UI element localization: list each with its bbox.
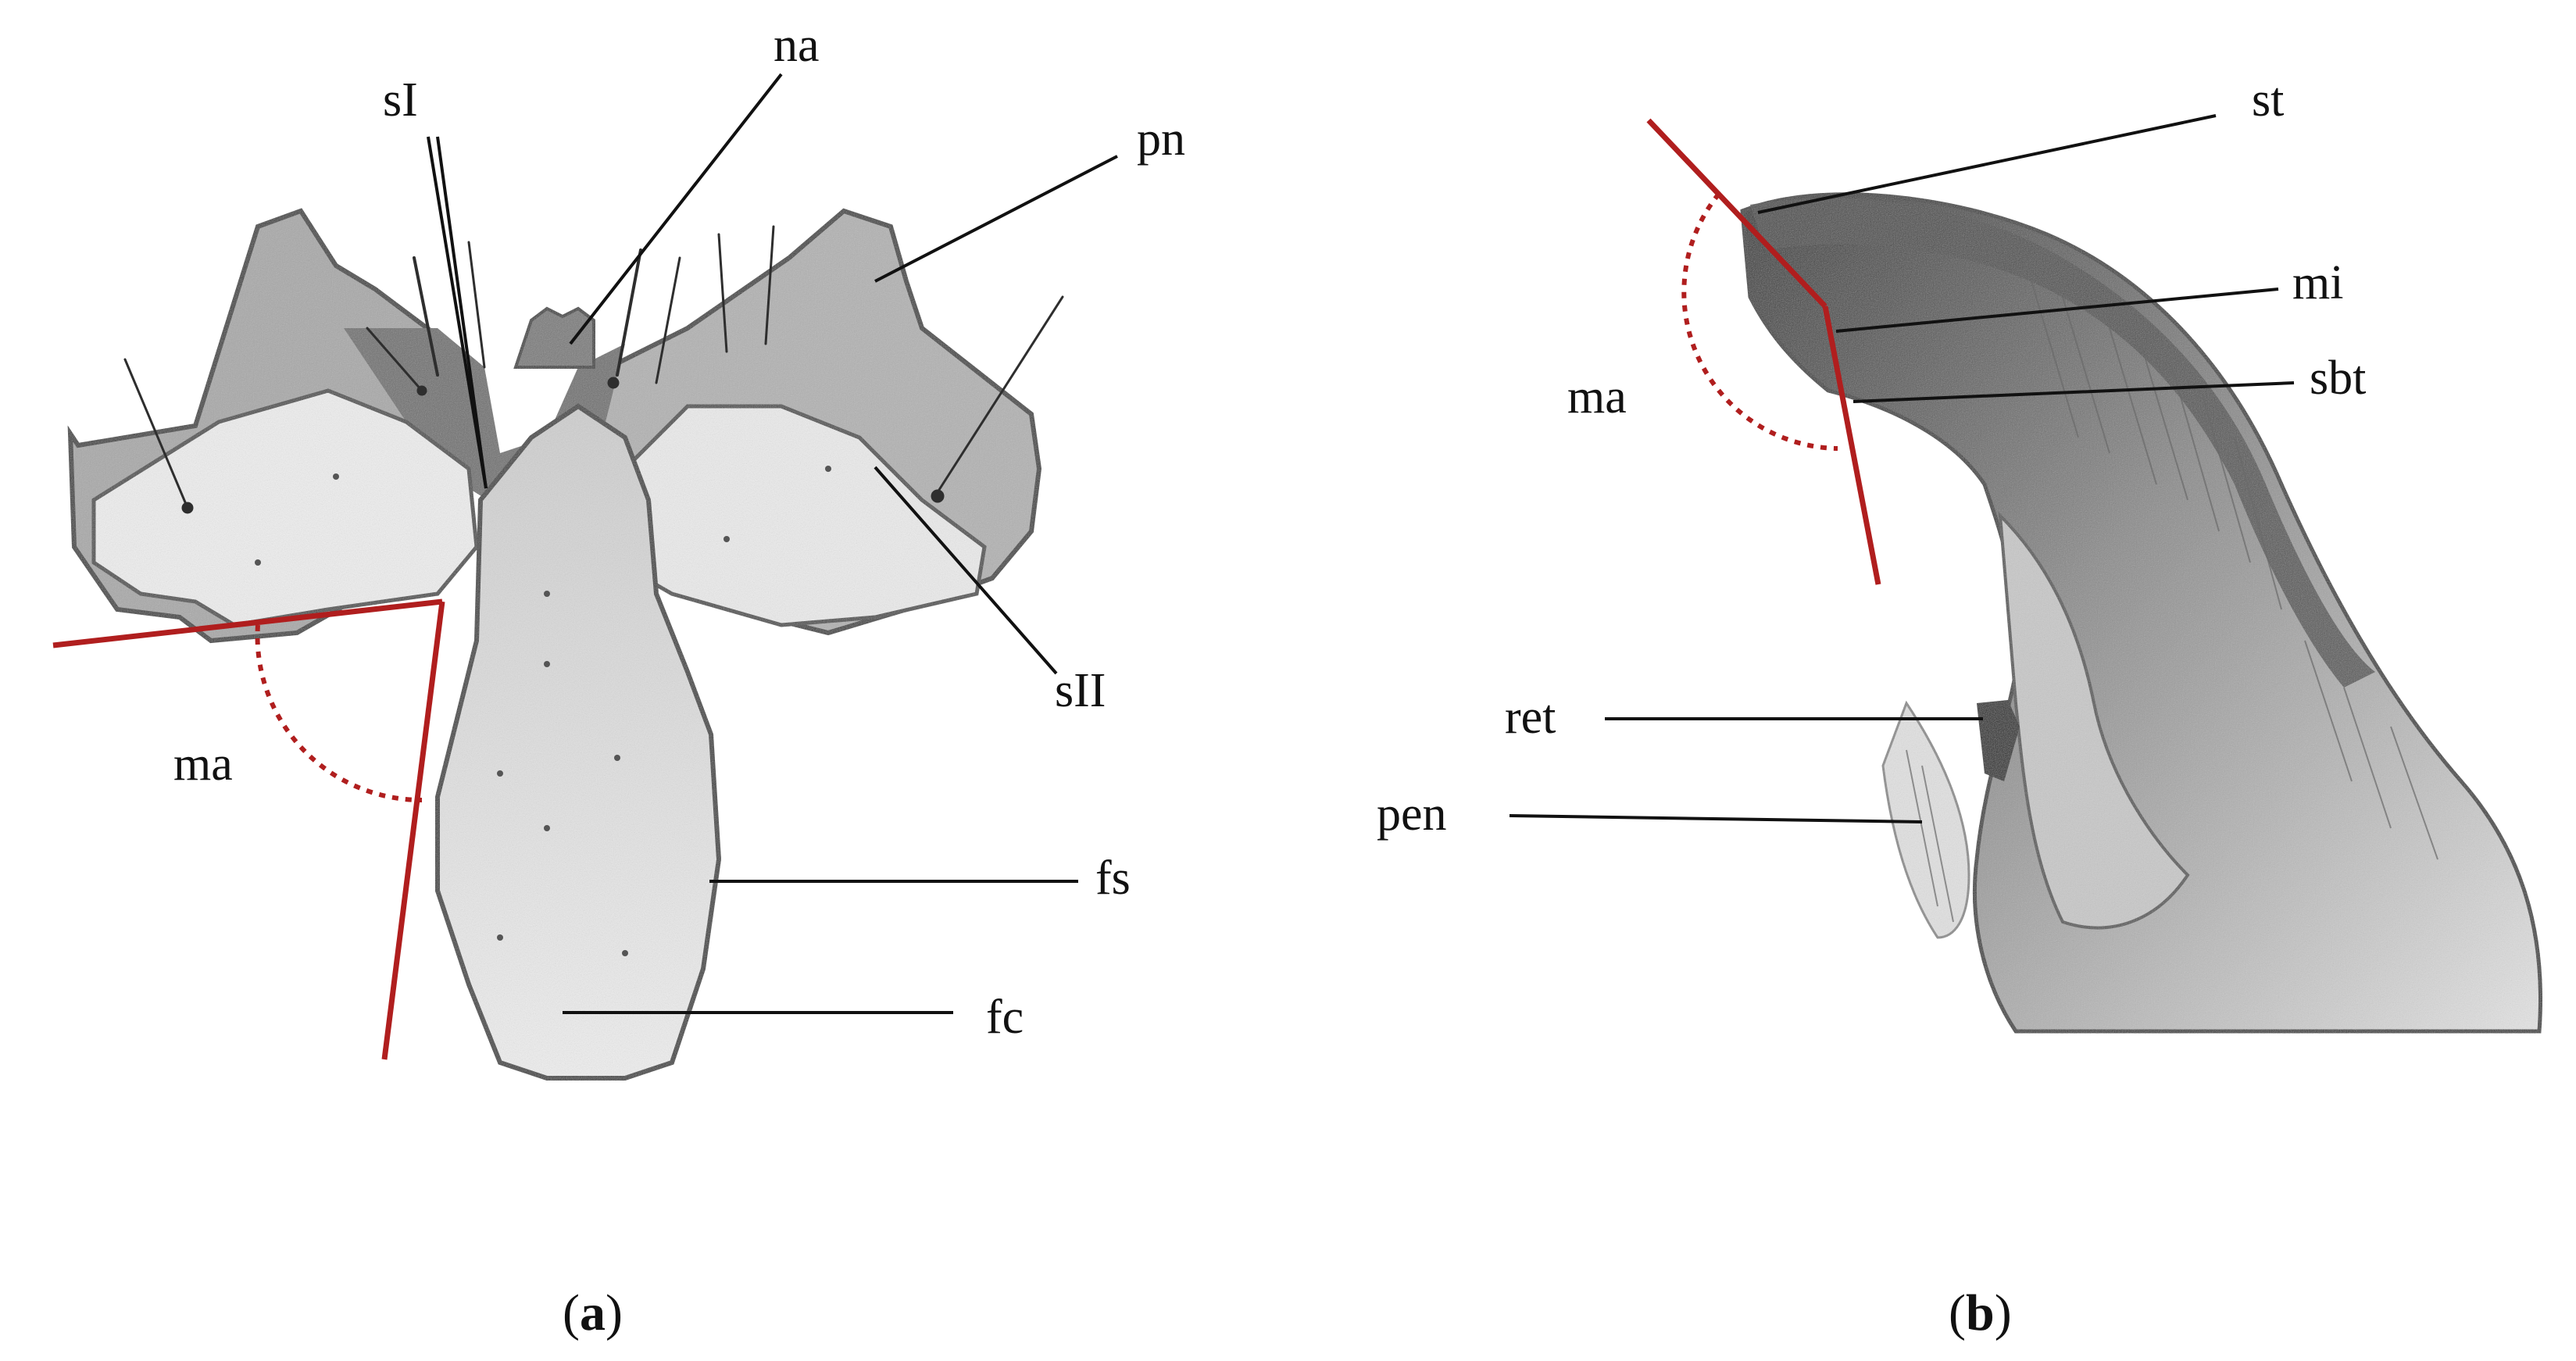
ma-angle-b: [1646, 118, 1881, 585]
label-sI: sI: [383, 73, 418, 127]
label-na: na: [774, 19, 820, 72]
lower-fade: [1881, 700, 1970, 939]
leader-lines-b: [1509, 114, 2295, 823]
leader-pn: [874, 155, 1118, 283]
ma-line-lower-b: [1822, 305, 1881, 585]
caption-a: (a): [563, 1284, 623, 1341]
ma-line-upper-b: [1646, 118, 1827, 309]
retinaculum: [1977, 700, 2020, 781]
label-pen: pen: [1377, 788, 1447, 841]
stem-pores: [255, 466, 831, 956]
label-ma-a: ma: [173, 738, 233, 791]
label-fs: fs: [1095, 852, 1131, 905]
setae: [123, 225, 1064, 514]
apical-nub: [513, 306, 595, 369]
mucro-body: [1740, 192, 2543, 1034]
ma-line-steep-a: [381, 601, 445, 1060]
label-sII: sII: [1055, 664, 1106, 717]
leader-pen: [1509, 814, 1923, 823]
label-st: st: [2252, 73, 2284, 127]
leader-mi: [1835, 288, 2279, 333]
left-lobe: [91, 388, 479, 627]
ma-line-horizontal-a: [52, 598, 443, 648]
furca-sketch: [67, 208, 1042, 1081]
leader-sII: [874, 466, 1058, 675]
leader-na: [569, 73, 783, 345]
label-sbt: sbt: [2310, 352, 2366, 405]
label-mi: mi: [2292, 256, 2343, 309]
dorsal-ridge: [1750, 198, 2375, 688]
ma-arc-a: [255, 624, 423, 803]
leader-sI-b: [436, 136, 488, 489]
inner-fold: [1998, 511, 2190, 930]
ma-arc-b: [1681, 192, 1838, 451]
caption-b: (b): [1949, 1284, 2012, 1341]
label-fc: fc: [986, 991, 1024, 1044]
label-pn: pn: [1137, 113, 1185, 166]
label-ret: ret: [1505, 691, 1556, 744]
leader-lines-a: [427, 73, 1118, 1014]
hatching: [1906, 280, 2438, 923]
leader-sbt: [1853, 381, 2295, 403]
furca-stem: [435, 403, 722, 1081]
mucro-sketch: [1740, 192, 2543, 1034]
panel-a-furca-drawing: sI na pn sII fs fc ma (a): [52, 19, 1185, 1341]
ma-angle-a: [52, 598, 445, 1060]
label-ma-b: ma: [1567, 370, 1627, 423]
panel-b-mucro-drawing: st mi sbt ma ret pen (b): [1377, 73, 2543, 1341]
right-lobe: [607, 404, 987, 627]
leader-st: [1757, 114, 2217, 214]
